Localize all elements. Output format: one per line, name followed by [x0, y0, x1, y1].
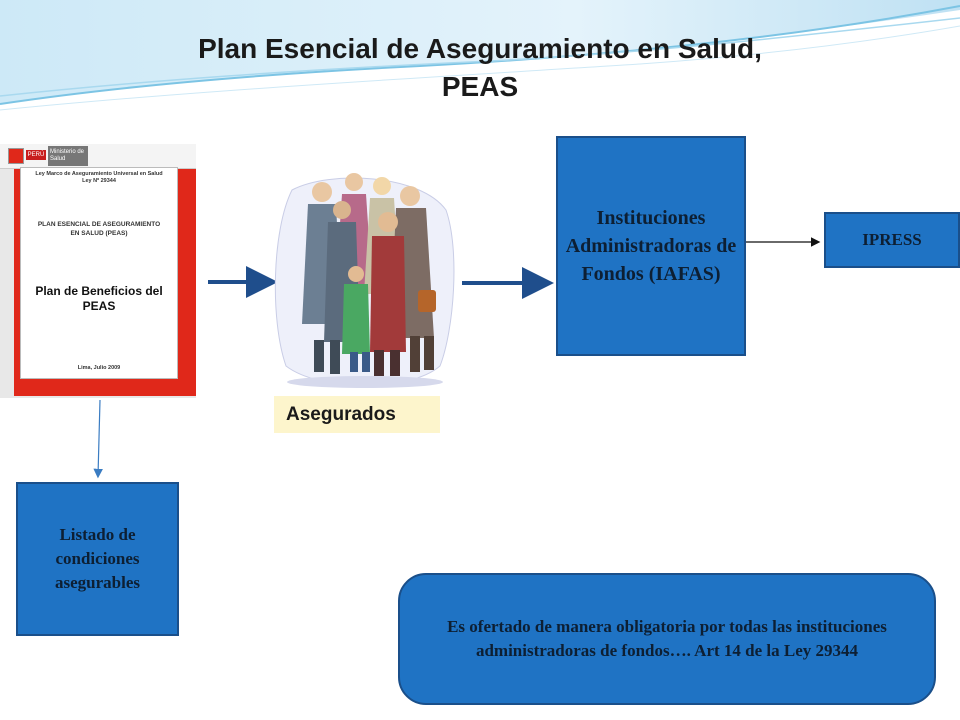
listado-condiciones-box: Listado de condiciones asegurables	[16, 482, 179, 636]
cover-plan-line-1: PLAN ESENCIAL DE ASEGURAMIENTO	[37, 221, 161, 228]
cover-law-line-2: Ley Nº 29344	[82, 178, 116, 184]
cover-inner-page	[20, 167, 178, 379]
cover-benefits-line-1: Plan de Beneficios del	[35, 284, 163, 298]
coat-of-arms-icon	[8, 148, 24, 164]
iafas-box: Instituciones Administradoras de Fondos …	[556, 136, 746, 356]
cover-benefits-title: Plan de Beneficios del PEAS	[22, 284, 176, 314]
insured-people-group-illustration	[274, 173, 455, 388]
title-line-2: PEAS	[441, 71, 519, 102]
ministry-label: Ministerio de Salud	[48, 146, 88, 166]
header-swoosh-decoration	[0, 0, 960, 111]
title-line-1: Plan Esencial de Aseguramiento en Salud,	[198, 33, 762, 64]
arrow-cover-to-listado	[93, 399, 103, 479]
peru-badge: PERÚ	[26, 150, 46, 160]
obligation-note-box: Es ofertado de manera obligatoria por to…	[398, 573, 936, 705]
slide-title: Plan Esencial de Aseguramiento en Salud,…	[120, 30, 840, 106]
cover-benefits-line-2: PEAS	[82, 299, 116, 313]
cover-law-line-1: Ley Marco de Aseguramiento Universal en …	[35, 171, 163, 177]
asegurados-label: Asegurados	[274, 396, 440, 433]
cover-date: Lima, Julio 2009	[77, 365, 121, 371]
cover-plan-line-2: EN SALUD (PEAS)	[70, 230, 128, 237]
cover-law-title: Ley Marco de Aseguramiento Universal en …	[22, 171, 176, 185]
ipress-box: IPRESS	[824, 212, 960, 268]
cover-plan-title: PLAN ESENCIAL DE ASEGURAMIENTO EN SALUD …	[22, 220, 176, 238]
